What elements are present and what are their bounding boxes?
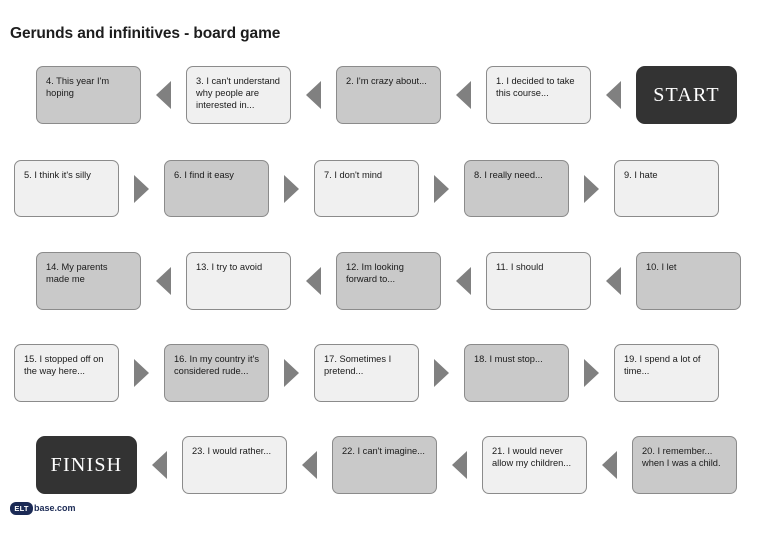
arrow-left-icon (302, 451, 317, 479)
board-cell-4[interactable]: 4. This year I'm hoping (36, 66, 141, 124)
board-cell-9[interactable]: 9. I hate (614, 160, 719, 217)
board-row-5: FINISH 23. I would rather... 22. I can't i… (0, 436, 768, 494)
arrow-left-icon (306, 81, 321, 109)
arrow-right-icon (584, 174, 599, 203)
page-title: Gerunds and infinitives - board game (10, 25, 281, 42)
board-cell-11[interactable]: 11. I should (486, 252, 591, 310)
board-row-1: 4. This year I'm hoping 3. I can't unders… (0, 66, 768, 124)
board-cell-18[interactable]: 18. I must stop... (464, 344, 569, 402)
board-cell-16[interactable]: 16. In my country it's considered rude..… (164, 344, 269, 402)
arrow-left-icon (606, 267, 621, 295)
board-cell-17[interactable]: 17. Sometimes I pretend... (314, 344, 419, 402)
board-row-3: 14. My parents made me 13. I try to avoid… (0, 252, 768, 310)
eltbase-badge-icon: ELT (10, 502, 33, 515)
board-row-2: 5. I think it's silly 6. I find it easy 7.… (0, 160, 768, 217)
arrow-left-icon (456, 81, 471, 109)
arrow-right-icon (284, 359, 299, 387)
arrow-left-icon (156, 81, 171, 109)
arrow-right-icon (134, 174, 149, 203)
arrow-right-icon (134, 359, 149, 387)
arrow-left-icon (156, 267, 171, 295)
board-cell-8[interactable]: 8. I really need... (464, 160, 569, 217)
board-cell-5[interactable]: 5. I think it's silly (14, 160, 119, 217)
board-cell-1[interactable]: 1. I decided to take this course... (486, 66, 591, 124)
arrow-right-icon (434, 174, 449, 203)
board-cell-19[interactable]: 19. I spend a lot of time... (614, 344, 719, 402)
eltbase-logo: ELT base.com (10, 501, 76, 516)
board-row-4: 15. I stopped off on the way here... 16. … (0, 344, 768, 402)
arrow-right-icon (584, 359, 599, 387)
board-cell-3[interactable]: 3. I can't understand why people are int… (186, 66, 291, 124)
board-cell-23[interactable]: 23. I would rather... (182, 436, 287, 494)
board-cell-12[interactable]: 12. Im looking forward to... (336, 252, 441, 310)
board-cell-6[interactable]: 6. I find it easy (164, 160, 269, 217)
arrow-left-icon (152, 451, 167, 479)
board-cell-7[interactable]: 7. I don't mind (314, 160, 419, 217)
arrow-left-icon (606, 81, 621, 109)
arrow-left-icon (456, 267, 471, 295)
board-cell-20[interactable]: 20. I remember... when I was a child. (632, 436, 737, 494)
board-cell-22[interactable]: 22. I can't imagine... (332, 436, 437, 494)
board-cell-10[interactable]: 10. I let (636, 252, 741, 310)
board-start-cell[interactable]: START (636, 66, 737, 124)
board-cell-2[interactable]: 2. I'm crazy about... (336, 66, 441, 124)
arrow-left-icon (306, 267, 321, 295)
board-cell-14[interactable]: 14. My parents made me (36, 252, 141, 310)
board-cell-13[interactable]: 13. I try to avoid (186, 252, 291, 310)
arrow-right-icon (284, 174, 299, 203)
arrow-left-icon (602, 451, 617, 479)
board-cell-15[interactable]: 15. I stopped off on the way here... (14, 344, 119, 402)
arrow-left-icon (452, 451, 467, 479)
eltbase-wordmark: base.com (34, 503, 76, 513)
arrow-right-icon (434, 359, 449, 387)
board-finish-cell[interactable]: FINISH (36, 436, 137, 494)
board-cell-21[interactable]: 21. I would never allow my children... (482, 436, 587, 494)
